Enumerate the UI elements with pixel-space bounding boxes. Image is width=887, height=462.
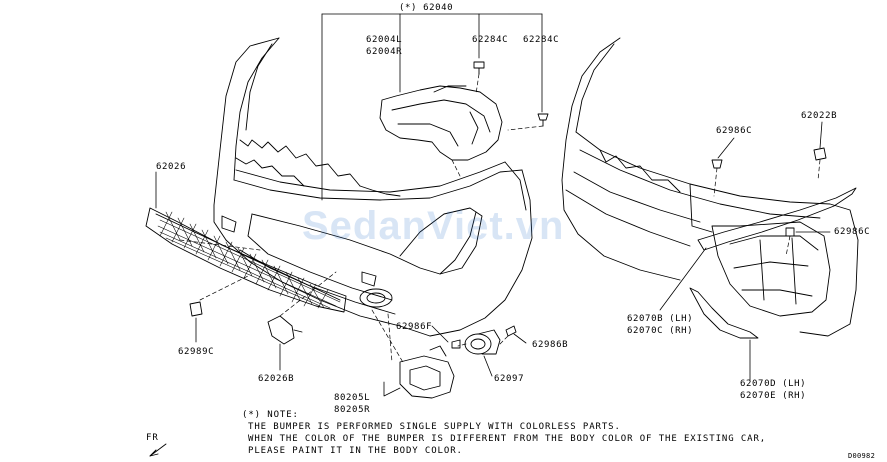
- note-line-1: THE BUMPER IS PERFORMED SINGLE SUPPLY WI…: [248, 422, 621, 432]
- label-62989c: 62989C: [178, 347, 215, 357]
- note-line-2: WHEN THE COLOR OF THE BUMPER IS DIFFEREN…: [248, 434, 767, 444]
- fog-lamp-bracket: [399, 345, 455, 399]
- clip-62022b: [813, 147, 827, 161]
- label-62986b: 62986B: [532, 340, 569, 350]
- fog-lamp: [451, 325, 517, 355]
- label-62986c-top: 62986C: [716, 126, 753, 136]
- note-block: (*) NOTE: THE BUMPER IS PERFORMED SINGLE…: [242, 409, 767, 457]
- diagram-code: D00982: [848, 452, 876, 460]
- clip-62986c-top: [711, 159, 723, 169]
- cap-62989c: [189, 301, 203, 317]
- towhook-cover-62026b: [267, 315, 303, 345]
- label-62004l: 62004L: [366, 35, 403, 45]
- label-62022b: 62022B: [801, 111, 838, 121]
- label-62284c-b: 62284C: [523, 35, 560, 45]
- bumper-bracket: [379, 85, 503, 161]
- watermark: SedanViet.vn: [302, 204, 565, 248]
- label-62040: (*) 62040: [399, 3, 454, 13]
- label-62070d: 62070D (LH): [740, 379, 807, 389]
- clip-62986c-right: [785, 227, 795, 237]
- bumper-side-view: [561, 37, 859, 337]
- front-direction-label: FR: [146, 433, 159, 443]
- garnish-lower: [689, 287, 759, 339]
- leader-lines-right: [659, 121, 831, 381]
- label-62070b: 62070B (LH): [627, 314, 694, 324]
- clip-62284c-upper: [473, 61, 485, 75]
- assembly-dashed-lines: [179, 73, 544, 365]
- front-direction-arrow: [149, 443, 167, 457]
- note-heading: (*) NOTE:: [242, 410, 299, 420]
- leader-lines-left: [155, 13, 543, 397]
- note-line-3: PLEASE PAINT IT IN THE BODY COLOR.: [248, 446, 463, 456]
- label-62004r: 62004R: [366, 47, 403, 57]
- label-80205l: 80205L: [334, 393, 371, 403]
- label-62026b: 62026B: [258, 374, 295, 384]
- label-62986f: 62986F: [396, 322, 433, 332]
- label-62070e: 62070E (RH): [740, 391, 807, 401]
- label-62070c: 62070C (RH): [627, 326, 694, 336]
- label-80205r: 80205R: [334, 405, 371, 415]
- lower-grille: [145, 207, 347, 313]
- garnish-upper: [697, 187, 857, 251]
- label-62986c-right: 62986C: [834, 227, 871, 237]
- screw-62284c: [537, 113, 549, 127]
- front-bumper-fascia: [213, 37, 533, 337]
- label-62026: 62026: [156, 162, 187, 172]
- label-62284c-a: 62284C: [472, 35, 509, 45]
- assembly-dashed-lines-right: [713, 159, 821, 257]
- label-62097: 62097: [494, 374, 525, 384]
